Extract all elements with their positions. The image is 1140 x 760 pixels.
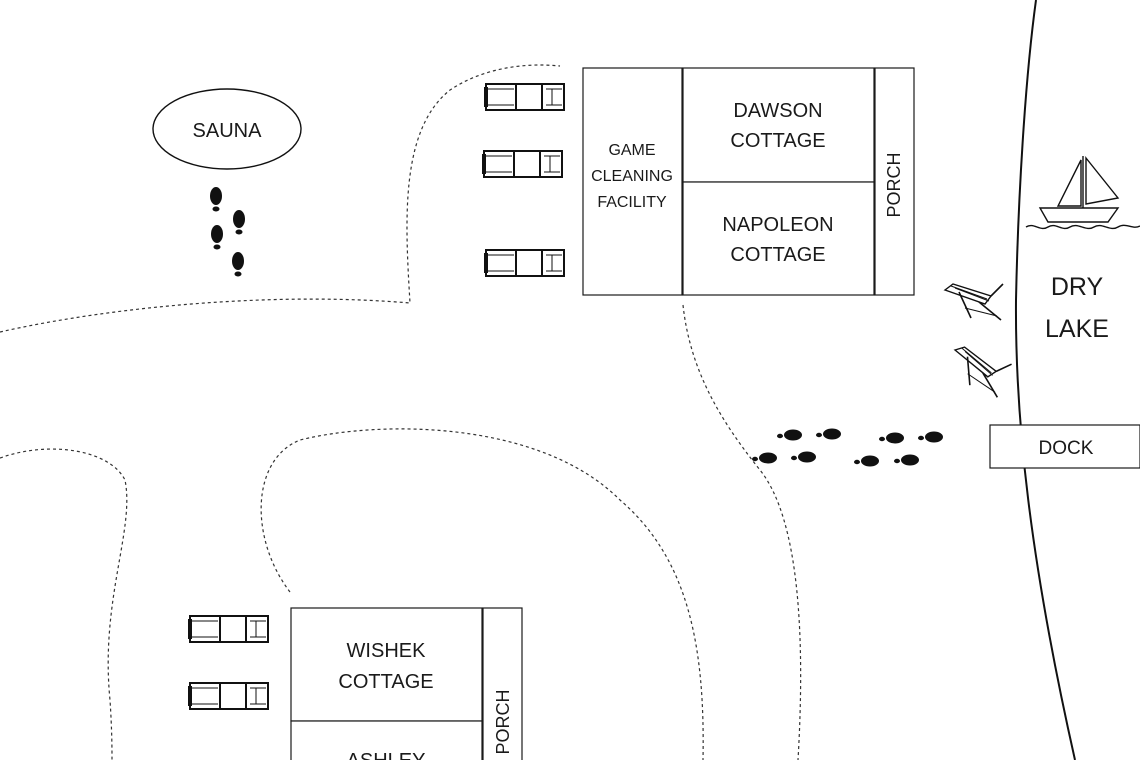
pickup-truck-icon [483, 83, 565, 111]
lounge-chair-icon [944, 283, 1004, 321]
pickup-truck-icon [187, 615, 269, 643]
lake-label-1: DRY [1051, 273, 1104, 301]
napoleon-cottage[interactable]: NAPOLEON COTTAGE [682, 181, 875, 296]
footprints-icon [210, 187, 245, 277]
dawson-label-2: COTTAGE [730, 130, 825, 152]
footprints-icon [752, 428, 943, 467]
dry-lake: DRY LAKE [1045, 273, 1109, 343]
lounge-chair-icon [943, 343, 1013, 399]
game-cleaning-label-1: GAME [608, 142, 655, 159]
lake-label-2: LAKE [1045, 315, 1109, 343]
pickup-truck-icon [483, 249, 565, 277]
ashley-cottage[interactable]: ASHLEY [290, 720, 483, 760]
napoleon-label-2: COTTAGE [730, 244, 825, 266]
wishek-label-1: WISHEK [347, 640, 427, 662]
game-cleaning-facility[interactable]: GAME CLEANING FACILITY [582, 67, 683, 296]
dawson-label-1: DAWSON [733, 100, 822, 122]
trail-lower-left [0, 448, 128, 760]
porch-top-label: PORCH [884, 152, 904, 217]
wishek-label-2: COTTAGE [338, 671, 433, 693]
lake-shoreline [1014, 0, 1076, 760]
game-cleaning-label-2: CLEANING [591, 168, 673, 185]
game-cleaning-label-3: FACILITY [597, 194, 667, 211]
dock-label: DOCK [1039, 438, 1094, 459]
trail-upper [0, 64, 561, 333]
sauna-label: SAUNA [193, 120, 263, 142]
porch-bottom[interactable]: PORCH [482, 607, 523, 760]
porch-bottom-label: PORCH [493, 689, 513, 754]
ashley-label-1: ASHLEY [347, 750, 426, 760]
dawson-cottage[interactable]: DAWSON COTTAGE [682, 67, 875, 183]
porch-top[interactable]: PORCH [874, 67, 915, 296]
pickup-truck-icon [187, 682, 269, 710]
dock[interactable]: DOCK [989, 424, 1140, 469]
pickup-truck-icon [481, 150, 563, 178]
trail-center [682, 304, 802, 760]
trail-lower-right [260, 428, 704, 760]
wishek-cottage[interactable]: WISHEK COTTAGE [290, 607, 483, 722]
sailboat-icon [1025, 156, 1140, 230]
sauna[interactable]: SAUNA [152, 88, 302, 170]
napoleon-label-1: NAPOLEON [722, 214, 833, 236]
